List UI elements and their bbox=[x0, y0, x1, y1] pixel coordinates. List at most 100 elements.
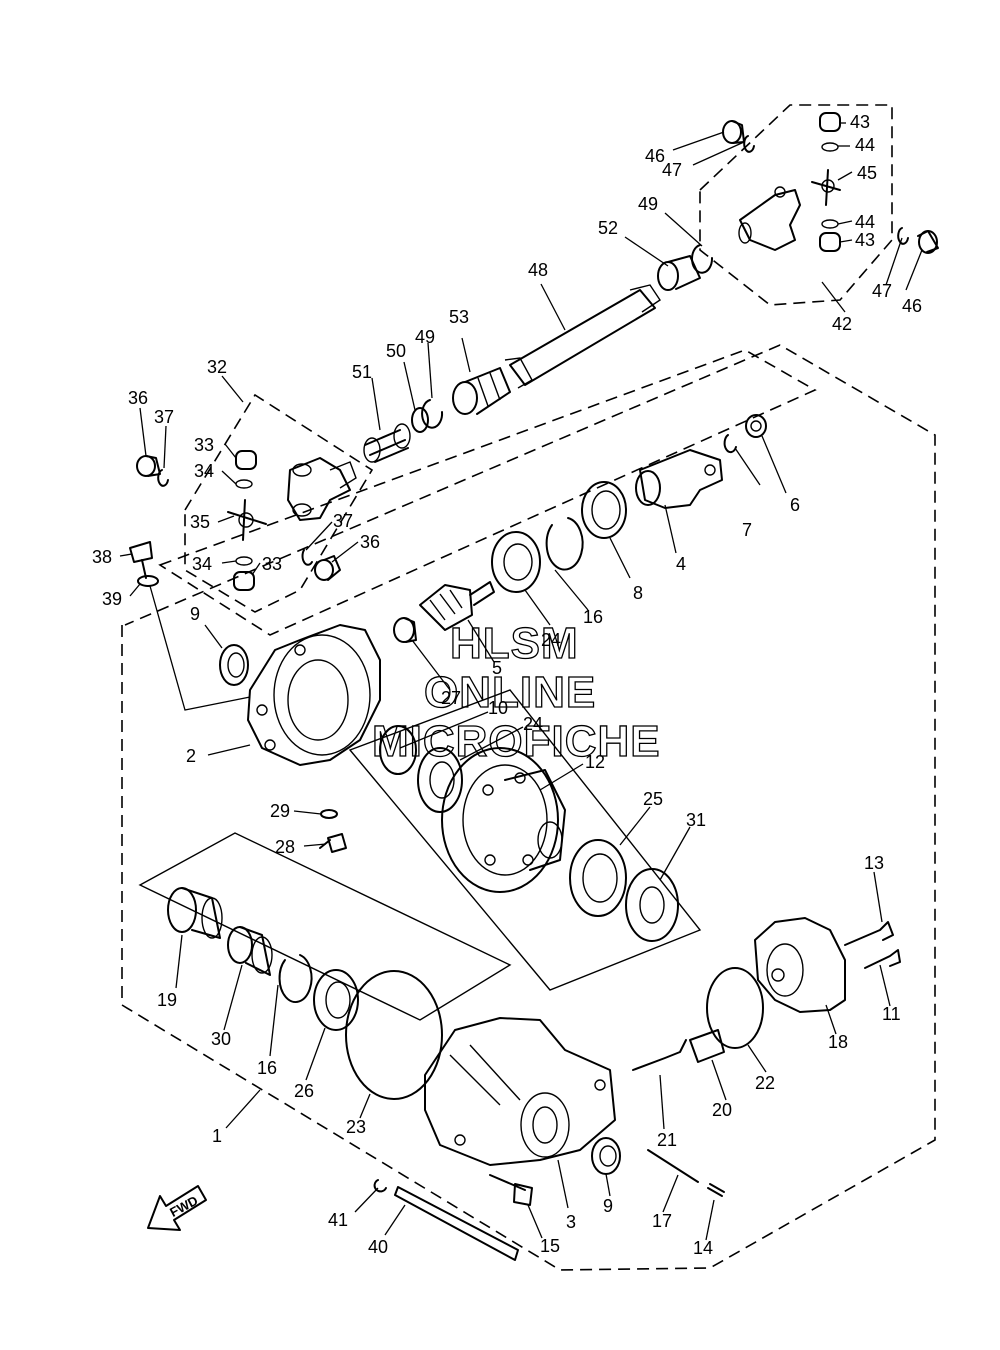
washer-29 bbox=[320, 809, 338, 819]
bearing-26 bbox=[313, 969, 359, 1031]
callout-33b: 33 bbox=[262, 554, 282, 574]
snap-ring-37b bbox=[301, 549, 313, 566]
yoke-upper bbox=[738, 186, 801, 251]
callout-53: 53 bbox=[449, 307, 469, 327]
bearing-cap-46b bbox=[917, 230, 939, 254]
pin-40 bbox=[394, 1186, 519, 1261]
callout-30: 30 bbox=[211, 1029, 231, 1049]
callout-37a: 37 bbox=[154, 407, 174, 427]
snap-ring-37a bbox=[157, 469, 169, 487]
callout-39: 39 bbox=[102, 589, 122, 609]
callout-41: 41 bbox=[328, 1210, 348, 1230]
callout-36a: 36 bbox=[128, 388, 148, 408]
group-outline-gear-set bbox=[138, 832, 512, 1021]
group-outline-42 bbox=[699, 104, 893, 306]
callout-21: 21 bbox=[657, 1130, 677, 1150]
callout-7: 7 bbox=[742, 520, 752, 540]
callout-44b: 44 bbox=[855, 212, 875, 232]
callout-numbers: 43 44 45 44 43 46 47 47 46 42 49 52 48 5… bbox=[92, 112, 922, 1258]
callout-48: 48 bbox=[528, 260, 548, 280]
callout-18: 18 bbox=[828, 1032, 848, 1052]
callout-46b: 46 bbox=[902, 296, 922, 316]
fwd-label: FWD bbox=[167, 1193, 200, 1220]
spring-14 bbox=[707, 1183, 725, 1197]
callout-45: 45 bbox=[857, 163, 877, 183]
bushing-52 bbox=[657, 255, 701, 291]
bearing-cap-43a bbox=[819, 112, 841, 132]
callout-10: 10 bbox=[488, 698, 508, 718]
spring bbox=[363, 423, 411, 463]
callout-27: 27 bbox=[441, 688, 461, 708]
callout-49b: 49 bbox=[638, 194, 658, 214]
assembly-outline-main bbox=[121, 344, 936, 1271]
callout-43a: 43 bbox=[850, 112, 870, 132]
snap-ring-34a bbox=[235, 479, 253, 489]
circlip-16a bbox=[545, 517, 584, 571]
callout-32: 32 bbox=[207, 357, 227, 377]
thrust-washer-31 bbox=[625, 868, 679, 942]
callout-1: 1 bbox=[212, 1126, 222, 1146]
oil-seal-25 bbox=[569, 839, 627, 917]
callout-5: 5 bbox=[492, 658, 502, 678]
bolt-28 bbox=[319, 833, 347, 853]
callout-34b: 34 bbox=[192, 554, 212, 574]
callout-42: 42 bbox=[832, 314, 852, 334]
oil-seal-9b bbox=[591, 1137, 621, 1175]
group-outline-32 bbox=[184, 393, 374, 613]
callout-20: 20 bbox=[712, 1100, 732, 1120]
nut-6 bbox=[745, 414, 767, 438]
gear-case-2 bbox=[247, 624, 381, 766]
bearing-cap-33b bbox=[233, 571, 255, 591]
callout-31: 31 bbox=[686, 810, 706, 830]
bolt-38 bbox=[129, 541, 153, 579]
callout-35: 35 bbox=[190, 512, 210, 532]
callout-47b: 47 bbox=[872, 281, 892, 301]
leader-lines bbox=[119, 122, 923, 1241]
pinion-gear-5 bbox=[419, 581, 495, 631]
snap-ring-34b bbox=[235, 556, 253, 566]
bearing-cap-36a bbox=[136, 455, 161, 477]
callout-15: 15 bbox=[540, 1236, 560, 1256]
snap-ring-44a bbox=[821, 142, 839, 152]
sleeve-19 bbox=[167, 887, 223, 939]
yoke-lower bbox=[287, 457, 357, 521]
callout-25: 25 bbox=[643, 789, 663, 809]
circlip-16b bbox=[278, 954, 313, 1004]
callout-8: 8 bbox=[633, 583, 643, 603]
callout-12: 12 bbox=[585, 752, 605, 772]
callout-40: 40 bbox=[368, 1237, 388, 1257]
callout-13: 13 bbox=[864, 853, 884, 873]
callout-43b: 43 bbox=[855, 230, 875, 250]
callout-51: 51 bbox=[352, 362, 372, 382]
group-outline-middle bbox=[158, 349, 817, 636]
callout-24a: 24 bbox=[541, 630, 561, 650]
driveshaft bbox=[504, 284, 661, 389]
washer-50 bbox=[411, 407, 429, 433]
shim-10 bbox=[379, 725, 417, 775]
actuator-18 bbox=[754, 917, 846, 1013]
snap-ring-44b bbox=[821, 219, 839, 229]
group-outline-differential bbox=[348, 689, 702, 991]
o-ring-23 bbox=[345, 970, 443, 1100]
bearing-cap-46a bbox=[722, 120, 745, 144]
callout-37b: 37 bbox=[333, 511, 353, 531]
callout-16a: 16 bbox=[583, 607, 603, 627]
bolt-15 bbox=[489, 1174, 533, 1206]
bolt-13 bbox=[844, 921, 894, 946]
callout-3: 3 bbox=[566, 1212, 576, 1232]
callout-24b: 24 bbox=[523, 714, 543, 734]
callout-33a: 33 bbox=[194, 435, 214, 455]
callout-46a: 46 bbox=[645, 146, 665, 166]
ring-gear-12 bbox=[441, 747, 566, 893]
bolt-11 bbox=[864, 949, 901, 969]
callout-52: 52 bbox=[598, 218, 618, 238]
watermark-line3: MICROFICHE bbox=[372, 717, 661, 766]
callout-36b: 36 bbox=[360, 532, 380, 552]
o-ring-22 bbox=[706, 967, 764, 1049]
callout-4: 4 bbox=[676, 554, 686, 574]
callout-26: 26 bbox=[294, 1081, 314, 1101]
watermark-line2: ONLINE bbox=[424, 668, 596, 717]
shift-rod-21 bbox=[632, 1039, 687, 1071]
callout-22: 22 bbox=[755, 1073, 775, 1093]
